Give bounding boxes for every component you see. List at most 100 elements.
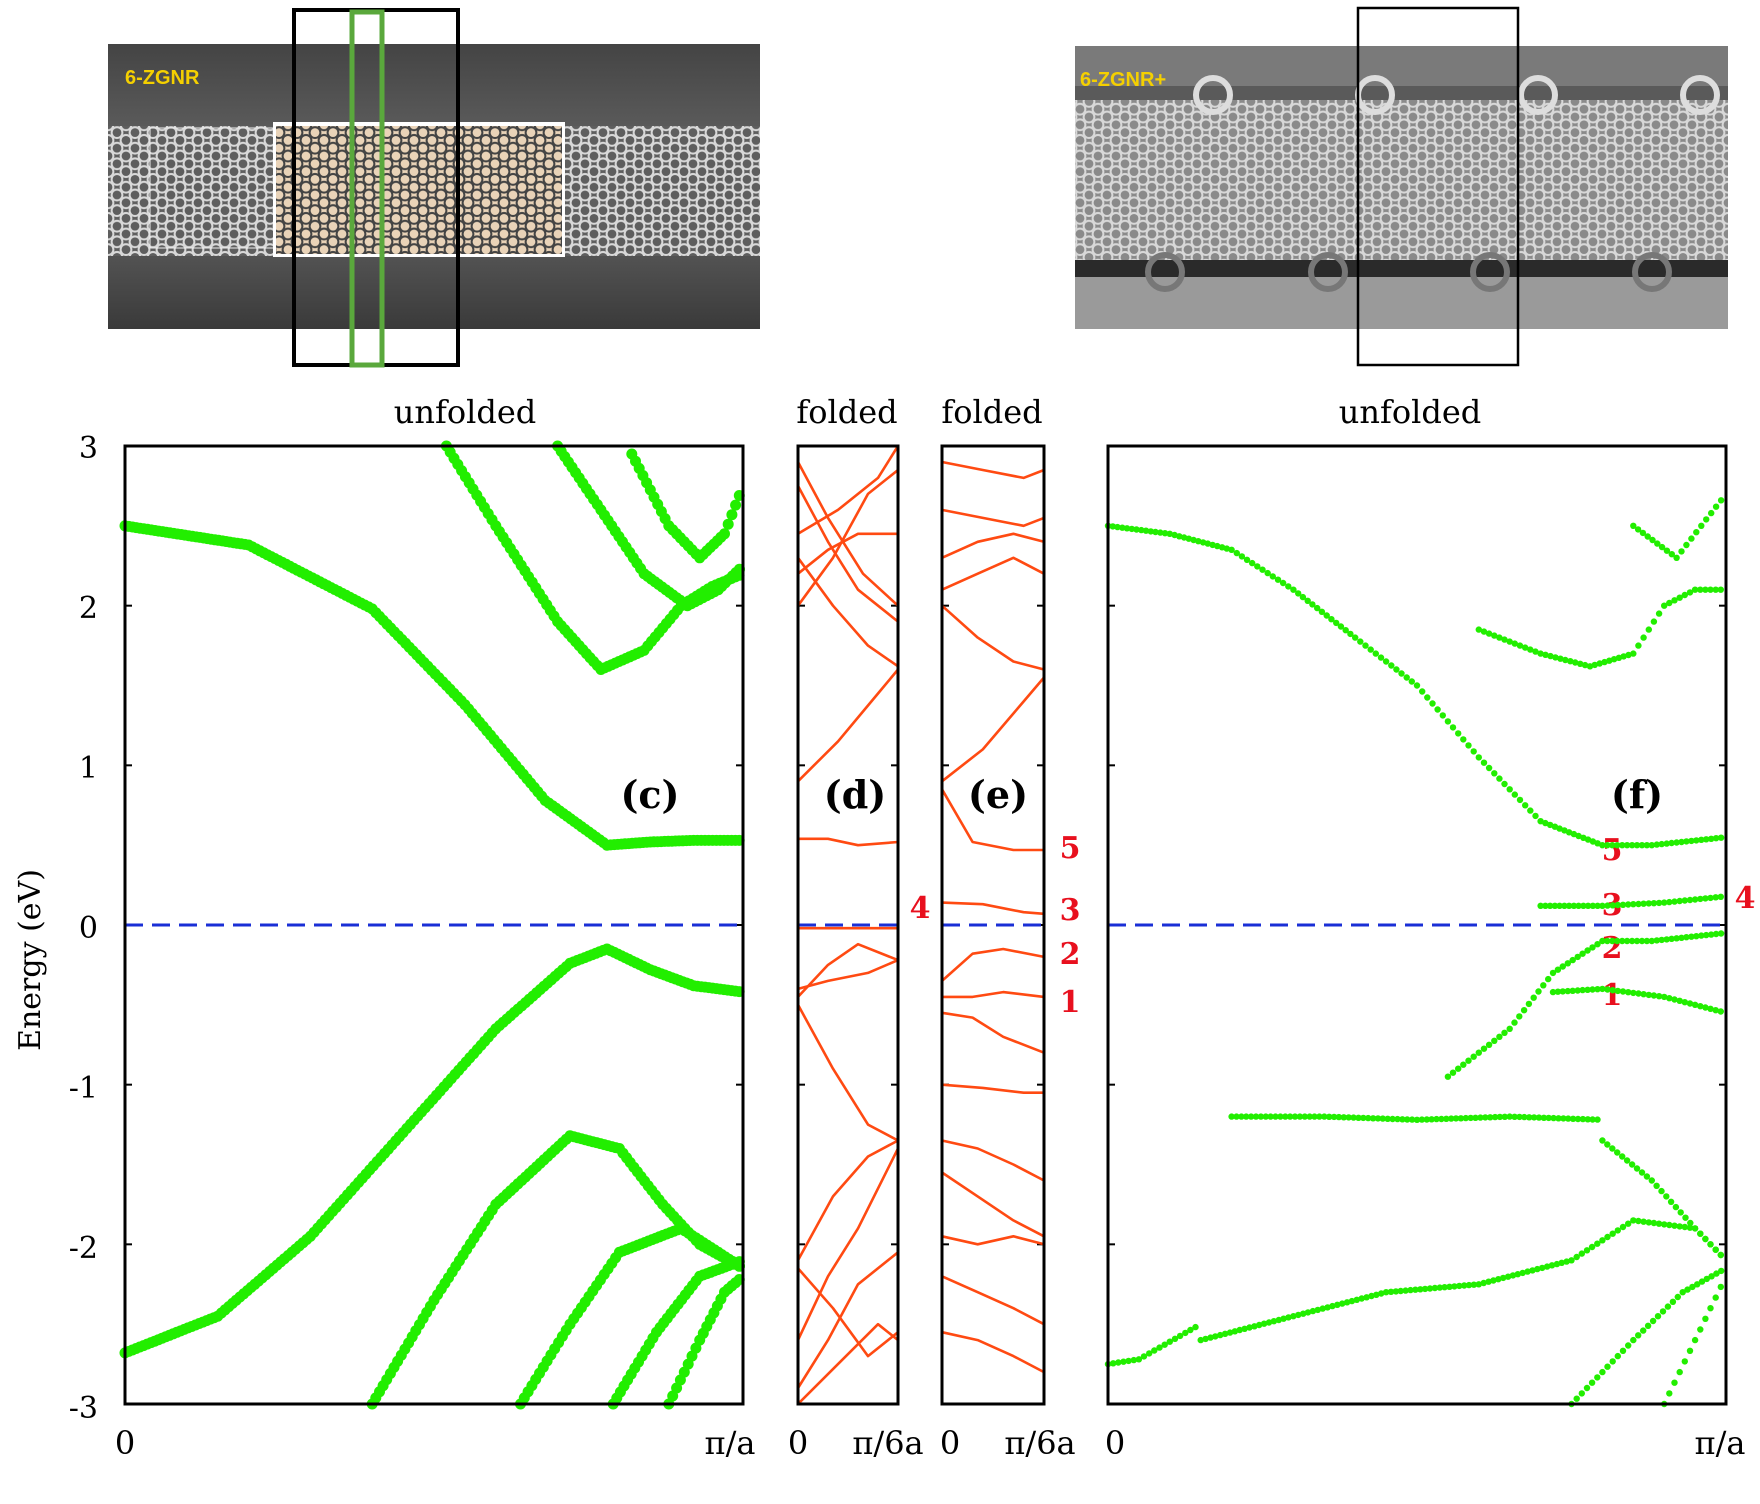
band-point bbox=[1594, 840, 1601, 847]
band-point bbox=[1496, 775, 1503, 782]
band-point bbox=[1588, 1379, 1596, 1386]
band-point bbox=[1698, 932, 1705, 939]
band-point bbox=[1698, 522, 1705, 529]
band-point bbox=[1243, 1113, 1250, 1120]
band-point bbox=[1530, 1114, 1538, 1121]
band-point bbox=[1671, 996, 1678, 1003]
band-point bbox=[1470, 1281, 1478, 1288]
band-point bbox=[1475, 754, 1483, 761]
band-point bbox=[1645, 1219, 1653, 1226]
band-point bbox=[1428, 1116, 1435, 1123]
band-point bbox=[1661, 602, 1668, 609]
band-point bbox=[1604, 1363, 1611, 1370]
band-line bbox=[941, 1171, 1045, 1238]
band-point bbox=[1604, 986, 1611, 993]
panel-e-xtick-1: π/6a bbox=[1004, 1424, 1075, 1462]
band-point bbox=[1619, 1153, 1626, 1160]
band-point bbox=[1684, 1286, 1691, 1293]
band-point bbox=[1625, 1342, 1632, 1349]
band-point bbox=[1176, 1332, 1184, 1340]
band-point bbox=[1668, 839, 1675, 847]
band-point bbox=[1501, 636, 1508, 643]
band-point bbox=[1580, 902, 1587, 909]
band-point bbox=[1609, 902, 1616, 909]
band-point bbox=[1267, 1113, 1274, 1120]
band-line bbox=[941, 1139, 1045, 1182]
band-point bbox=[1717, 1251, 1725, 1259]
band-point bbox=[1564, 960, 1572, 967]
band-point bbox=[1335, 1113, 1343, 1121]
band-point bbox=[1707, 1005, 1714, 1012]
band-point bbox=[1663, 1193, 1670, 1200]
band-label-1: 1 bbox=[1602, 978, 1623, 1013]
band-point bbox=[1556, 825, 1563, 832]
band-point bbox=[1402, 1287, 1409, 1294]
band-line bbox=[941, 676, 1045, 783]
band-line bbox=[798, 837, 899, 847]
band-point bbox=[1140, 1353, 1148, 1360]
band-point bbox=[1412, 1286, 1419, 1293]
band-point bbox=[1501, 1029, 1508, 1037]
band-point bbox=[1285, 583, 1292, 590]
panel-frame bbox=[796, 444, 900, 1406]
band-point bbox=[1182, 1329, 1189, 1337]
band-point bbox=[1569, 956, 1576, 964]
band-point bbox=[1520, 1007, 1528, 1014]
band-point bbox=[1202, 1335, 1209, 1343]
band-point bbox=[1413, 1116, 1421, 1124]
band-point bbox=[1614, 901, 1622, 909]
band-point bbox=[1270, 1318, 1278, 1325]
band-point bbox=[1228, 1113, 1235, 1120]
band-point bbox=[1439, 712, 1447, 719]
band-line bbox=[797, 1267, 899, 1358]
band-point bbox=[1455, 1065, 1462, 1072]
band-point bbox=[1506, 1113, 1513, 1120]
band-point bbox=[1339, 1300, 1346, 1307]
band-line bbox=[941, 1235, 1045, 1246]
band-point bbox=[1588, 1243, 1596, 1251]
band-point bbox=[1115, 1359, 1122, 1366]
band-point bbox=[1545, 975, 1552, 983]
band-point bbox=[1606, 657, 1613, 664]
panel-c-xtick-0: 0 bbox=[115, 1424, 135, 1462]
band-point bbox=[1693, 933, 1700, 940]
band-point bbox=[1673, 839, 1680, 846]
band-point bbox=[1658, 543, 1666, 551]
band-point bbox=[1594, 1240, 1601, 1247]
band-point bbox=[1496, 1033, 1503, 1041]
band-point bbox=[1516, 1113, 1523, 1121]
band-point bbox=[1638, 842, 1646, 849]
band-point bbox=[1417, 1286, 1424, 1293]
band-point bbox=[1640, 1218, 1647, 1225]
band-point bbox=[1460, 1061, 1467, 1068]
band-point bbox=[1604, 1233, 1611, 1241]
band-point bbox=[1357, 638, 1364, 645]
band-point bbox=[1388, 662, 1395, 669]
band-point bbox=[1363, 1294, 1370, 1301]
band-point bbox=[1560, 1115, 1567, 1122]
band-point bbox=[1333, 619, 1340, 627]
band-point bbox=[1702, 586, 1709, 593]
band-point bbox=[1142, 527, 1150, 534]
band-point bbox=[1579, 986, 1586, 994]
panel-frame bbox=[940, 444, 1046, 1406]
band-point bbox=[1650, 900, 1658, 907]
band-point bbox=[1655, 1220, 1663, 1227]
band-point bbox=[1655, 610, 1663, 617]
band-point bbox=[1691, 586, 1699, 593]
band-point bbox=[1152, 528, 1159, 536]
band-line bbox=[941, 901, 1045, 916]
y-tick-label: -3 bbox=[69, 1391, 98, 1426]
band-point bbox=[1444, 1073, 1452, 1080]
band-point bbox=[1654, 540, 1661, 547]
band-point bbox=[1532, 648, 1539, 655]
panel-e-letter: (e) bbox=[968, 772, 1028, 817]
band-line bbox=[941, 460, 1045, 480]
band-point bbox=[722, 518, 734, 530]
band-point bbox=[1674, 1293, 1682, 1301]
band-point bbox=[1676, 1368, 1683, 1376]
band-point bbox=[1589, 1116, 1596, 1123]
band-point bbox=[1573, 1395, 1580, 1402]
band-point bbox=[1677, 1209, 1684, 1216]
band-point bbox=[1691, 1001, 1699, 1008]
